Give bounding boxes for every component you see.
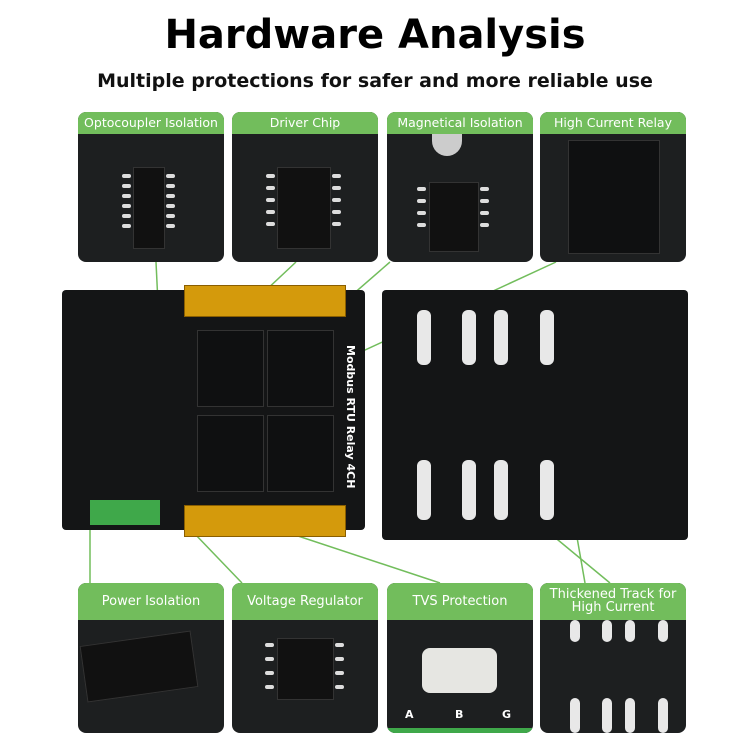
chip-image bbox=[277, 167, 331, 249]
board-back-image bbox=[382, 290, 688, 540]
capacitor-image bbox=[432, 134, 462, 156]
tvs-component-image bbox=[422, 648, 497, 693]
feature-card-driver-chip: Driver Chip bbox=[232, 112, 378, 262]
terminal-block bbox=[184, 285, 346, 317]
feature-label: TVS Protection bbox=[387, 583, 533, 620]
terminal-block bbox=[184, 505, 346, 537]
pin-label-a: A bbox=[405, 708, 414, 721]
page-subtitle: Multiple protections for safer and more … bbox=[97, 70, 653, 92]
chip-image bbox=[429, 182, 479, 252]
isolation-module-image bbox=[79, 630, 199, 703]
power-terminal bbox=[90, 500, 160, 525]
page-title: Hardware Analysis bbox=[164, 12, 586, 58]
feature-label: Optocoupler Isolation bbox=[78, 112, 224, 134]
pin-label-b: B bbox=[455, 708, 464, 721]
feature-card-optocoupler: Optocoupler Isolation bbox=[78, 112, 224, 262]
feature-card-thickened-track: Thickened Track for High Current bbox=[540, 583, 686, 733]
feature-card-power-isolation: Power Isolation bbox=[78, 583, 224, 733]
relay-image bbox=[568, 140, 660, 254]
feature-card-voltage-regulator: Voltage Regulator bbox=[232, 583, 378, 733]
pin-label-g: G bbox=[502, 708, 512, 721]
feature-label: Voltage Regulator bbox=[232, 583, 378, 620]
feature-card-relay: High Current Relay bbox=[540, 112, 686, 262]
feature-label: Magnetical Isolation bbox=[387, 112, 533, 134]
board-front-image: Modbus RTU Relay 4CH bbox=[62, 285, 365, 537]
feature-label: High Current Relay bbox=[540, 112, 686, 134]
board-label: Modbus RTU Relay 4CH bbox=[344, 345, 357, 489]
feature-label: Power Isolation bbox=[78, 583, 224, 620]
chip-image bbox=[277, 638, 334, 700]
feature-label: Thickened Track for High Current bbox=[540, 583, 686, 620]
feature-card-magnetical: Magnetical Isolation bbox=[387, 112, 533, 262]
chip-image bbox=[133, 167, 165, 249]
feature-label: Driver Chip bbox=[232, 112, 378, 134]
feature-card-tvs: TVS Protection A B G bbox=[387, 583, 533, 733]
